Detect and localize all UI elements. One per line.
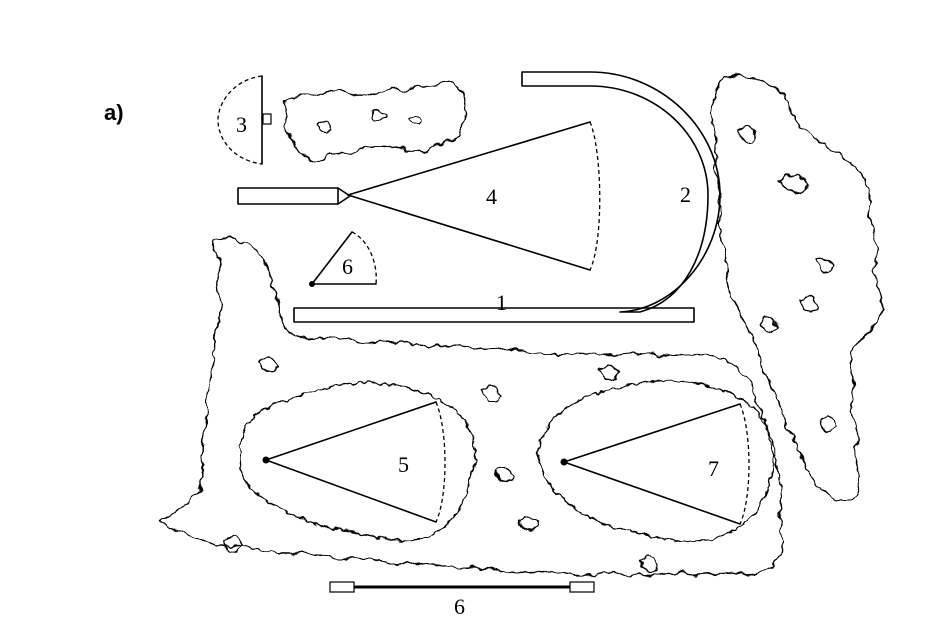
lower-right-sector-7 [560, 403, 750, 525]
straight-track-1 [293, 307, 695, 323]
panel-label: a) [104, 100, 124, 125]
label-lower-left-sector: 5 [398, 452, 409, 477]
label-small-sector: 6 [342, 254, 353, 279]
vegetation-patch-lower [159, 236, 784, 577]
clearing-lower-right [537, 379, 774, 543]
vegetation-patch-top [283, 82, 467, 162]
clearing-lower-left [238, 381, 476, 542]
label-lower-right-sector: 7 [708, 456, 719, 481]
launch-rail [237, 187, 351, 205]
label-curved-track: 2 [680, 182, 691, 207]
label-large-sector: 4 [486, 184, 497, 209]
label-scale-bar: 6 [454, 594, 465, 619]
vegetation-patch-right [710, 75, 883, 502]
curved-track-2 [521, 71, 721, 313]
label-small-arc: 3 [236, 112, 247, 137]
small-arc-3 [217, 75, 272, 165]
lower-left-sector-5 [262, 401, 446, 523]
small-sector-6 [309, 231, 377, 287]
large-sector-4 [347, 121, 601, 271]
scale-bar [329, 581, 595, 593]
label-straight-track: 1 [496, 290, 507, 315]
